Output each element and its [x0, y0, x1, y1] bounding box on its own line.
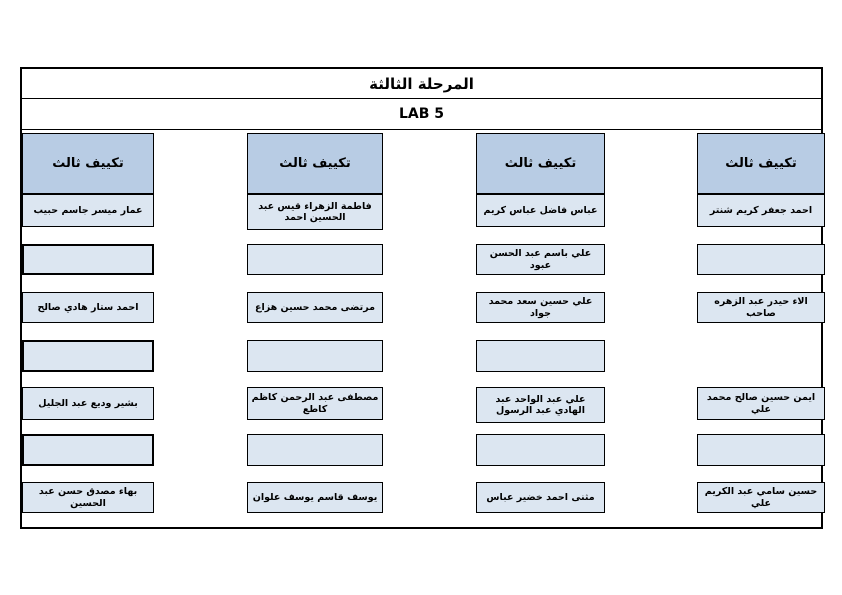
student-cell: علي عبد الواحد عبد الهادي عبد الرسول — [476, 387, 605, 423]
schedule-table: المرحلة الثالثة LAB 5 تكييف ثالث احمد جع… — [20, 67, 825, 529]
empty-cell — [22, 434, 154, 466]
empty-cell — [247, 244, 383, 275]
empty-cell — [697, 434, 825, 466]
student-cell: علي حسين سعد محمد جواد — [476, 292, 605, 323]
empty-cell — [476, 340, 605, 372]
empty-cell — [247, 340, 383, 372]
student-cell: يوسف قاسم يوسف علوان — [247, 482, 383, 513]
student-cell: عباس فاضل عباس كريم — [476, 194, 605, 227]
student-cell: عمار ميسر جاسم حبيب — [22, 194, 154, 227]
group-header: تكييف ثالث — [476, 133, 605, 194]
student-cell: بشير وديع عبد الجليل — [22, 387, 154, 420]
student-cell: بهاء مصدق حسن عبد الحسين — [22, 482, 154, 513]
student-cell: الاء حيدر عبد الزهره صاحب — [697, 292, 825, 323]
student-cell: احمد ستار هادي صالح — [22, 292, 154, 323]
student-cell: مثنى احمد خضير عباس — [476, 482, 605, 513]
empty-cell — [22, 244, 154, 275]
group-header: تكييف ثالث — [697, 133, 825, 194]
group-header: تكييف ثالث — [22, 133, 154, 194]
student-cell: حسين سامي عبد الكريم علي — [697, 482, 825, 513]
empty-cell — [476, 434, 605, 466]
student-cell: مرتضى محمد حسين هزاع — [247, 292, 383, 323]
page-title: المرحلة الثالثة — [22, 69, 821, 99]
student-cell: مصطفى عبد الرحمن كاظم كاطع — [247, 387, 383, 420]
empty-cell — [697, 244, 825, 275]
student-cell: علي باسم عبد الحسن عبود — [476, 244, 605, 275]
group-header: تكييف ثالث — [247, 133, 383, 194]
empty-cell — [22, 340, 154, 372]
student-cell: فاطمة الزهراء قيس عبد الحسين احمد — [247, 194, 383, 230]
student-cell: ايمن حسين صالح محمد علي — [697, 387, 825, 420]
lab-title: LAB 5 — [22, 99, 821, 130]
student-cell: احمد جعفر كريم شنتر — [697, 194, 825, 227]
empty-cell — [247, 434, 383, 466]
